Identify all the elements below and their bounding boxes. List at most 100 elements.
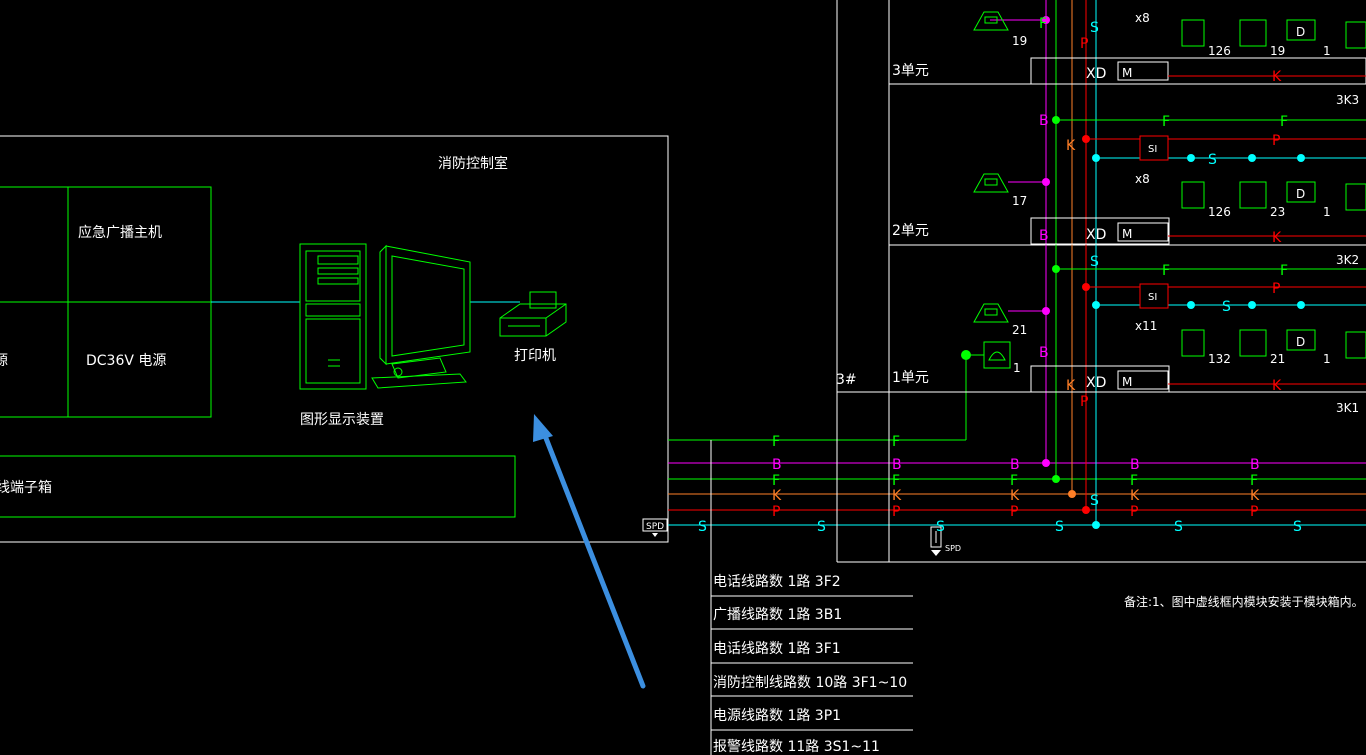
unit-1-si-box xyxy=(1139,283,1169,309)
printer-icon[interactable] xyxy=(499,291,567,337)
bus-label-s-c: S xyxy=(936,519,945,535)
arrow-shaft xyxy=(539,425,646,689)
building-3[interactable]: 3# SPD 3单元 3K3 19 x8 126 19 1 XD xyxy=(836,0,1366,563)
bus-label-f1-a: F xyxy=(772,434,780,450)
bus-label-p-c: P xyxy=(1010,504,1018,520)
unit-1-m-box xyxy=(1117,370,1169,390)
unit-1-f-letter-2: F xyxy=(1280,263,1288,279)
riser-label-b-1: B xyxy=(1039,228,1049,244)
unit-1-d-label: D xyxy=(1296,335,1305,349)
unit-3-speaker-node xyxy=(1042,16,1050,24)
bus-label-k-e: K xyxy=(1250,488,1260,504)
unit-2-module-box xyxy=(1030,217,1170,245)
broadcast-host-label: 应急广播主机 xyxy=(78,224,162,241)
bus-label-f-d: F xyxy=(1130,473,1138,489)
unit-2-s-node-4 xyxy=(1297,154,1305,162)
graphic-display-label: 图形显示装置 xyxy=(300,412,384,428)
unit-2-p-node xyxy=(1082,135,1090,143)
unit-1-speaker-node xyxy=(1042,307,1050,315)
unit-1-s-node xyxy=(1092,301,1100,309)
riser-label-b-0: B xyxy=(1039,345,1049,361)
bus-label-s-d: S xyxy=(1055,519,1064,535)
bus-label-p-a: P xyxy=(772,504,780,520)
unit-3[interactable]: 3单元 3K3 19 x8 126 19 1 XD M K xyxy=(892,11,1366,107)
spd-box xyxy=(642,518,668,532)
building-spd-label: SPD xyxy=(945,544,961,553)
bus-label-f-a: F xyxy=(772,473,780,489)
unit-1-sp-count: 21 xyxy=(1270,352,1285,366)
bus-label-b-c: B xyxy=(1010,457,1020,473)
unit-1[interactable]: 1单元 3K1 21 x11 132 21 1 F F P S SI XD xyxy=(892,263,1366,415)
unit-1-module-box xyxy=(1030,365,1170,393)
monitor-icon[interactable] xyxy=(371,244,471,389)
unit-3-modules: x8 xyxy=(1135,11,1150,25)
riser-label-k-0: K xyxy=(1066,378,1076,394)
building-spd-box xyxy=(930,526,942,548)
node-b xyxy=(1042,459,1050,467)
unit-2-si-box xyxy=(1139,135,1169,161)
building-spd-ground-icon xyxy=(931,550,941,556)
unit-2-cabinet: 3K2 xyxy=(1336,253,1359,267)
printer-label: 打印机 xyxy=(514,347,556,364)
legend-line-4: 消防控制线路数 10路 3F1~10 xyxy=(713,675,907,691)
unit-3-cabinet: 3K3 xyxy=(1336,93,1359,107)
legend-line-1: 电话线路数 1路 3F2 xyxy=(713,574,841,590)
unit-3-modules-row xyxy=(1181,19,1366,49)
control-room-frame xyxy=(0,135,669,543)
spd-label: SPD xyxy=(646,522,664,532)
unit-1-f-letter-1: F xyxy=(1162,263,1170,279)
dc36v-label: DC36V 电源 xyxy=(86,353,166,369)
unit-2-s-node-2 xyxy=(1187,154,1195,162)
bus-label-s-b: S xyxy=(817,519,826,535)
legend-line-5: 电源线路数 1路 3P1 xyxy=(713,708,841,724)
bus-label-b-a: B xyxy=(772,457,782,473)
node-s xyxy=(1092,521,1100,529)
unit-2-s-letter: S xyxy=(1208,152,1217,168)
riser-label-s-1: S xyxy=(1090,254,1099,270)
note-text: 备注:1、图中虚线框内模块安装于模块箱内。 xyxy=(1124,594,1364,609)
unit-1-p-letter: P xyxy=(1272,281,1280,297)
unit-1-p-node xyxy=(1082,283,1090,291)
control-room[interactable]: 消防控制室 应急广播主机 源 DC36V 电源 xyxy=(0,135,669,543)
phone-count: 1 xyxy=(1013,361,1021,375)
bus-label-b-d: B xyxy=(1130,457,1140,473)
bus-lines[interactable] xyxy=(668,350,1366,526)
bus-labels: F F B B B B B F F F F F K K K K K P P P … xyxy=(698,16,1302,535)
unit-1-d-count: 1 xyxy=(1323,352,1331,366)
legend-line-2: 广播线路数 1路 3B1 xyxy=(713,607,842,623)
unit-1-m: M xyxy=(1122,375,1132,389)
legend-line-6: 报警线路数 11路 3S1~11 xyxy=(713,739,880,755)
terminal-box-frame xyxy=(0,455,516,518)
unit-1-modules: x11 xyxy=(1135,319,1157,333)
unit-2-phones: 17 xyxy=(1012,194,1027,208)
unit-2-f-letter-2: F xyxy=(1280,114,1288,130)
unit-3-k-letter: K xyxy=(1272,69,1282,85)
annotation-arrow xyxy=(533,414,646,689)
bus-label-k-b: K xyxy=(892,488,902,504)
riser-label-s-3: S xyxy=(1090,20,1099,36)
power-partial-label: 源 xyxy=(0,353,8,369)
control-room-title: 消防控制室 xyxy=(438,155,508,172)
unit-2[interactable]: 2单元 3K2 17 x8 126 23 1 F F P S SI XD xyxy=(892,114,1366,267)
unit-3-sp-count: 19 xyxy=(1270,44,1285,58)
unit-1-s-node-3 xyxy=(1248,301,1256,309)
riser-label-p-3: P xyxy=(1080,36,1088,52)
unit-3-m-box xyxy=(1117,61,1169,81)
unit-2-label: 2单元 xyxy=(892,223,929,239)
bus-label-f-b: F xyxy=(892,473,900,489)
unit-1-f-node xyxy=(1052,265,1060,273)
computer-tower-icon[interactable] xyxy=(299,243,367,390)
unit-1-speaker-icon xyxy=(973,303,1009,323)
unit-2-f-letter-1: F xyxy=(1162,114,1170,130)
bus-label-s-e: S xyxy=(1174,519,1183,535)
bus-label-s-a: S xyxy=(698,519,707,535)
unit-3-sw-count: 126 xyxy=(1208,44,1231,58)
unit-1-label: 1单元 xyxy=(892,370,929,386)
unit-2-s-node-3 xyxy=(1248,154,1256,162)
bus-label-b-e: B xyxy=(1250,457,1260,473)
unit-2-xd: XD xyxy=(1086,227,1106,243)
bus-label-f1-b: F xyxy=(892,434,900,450)
unit-2-k-letter: K xyxy=(1272,230,1282,246)
